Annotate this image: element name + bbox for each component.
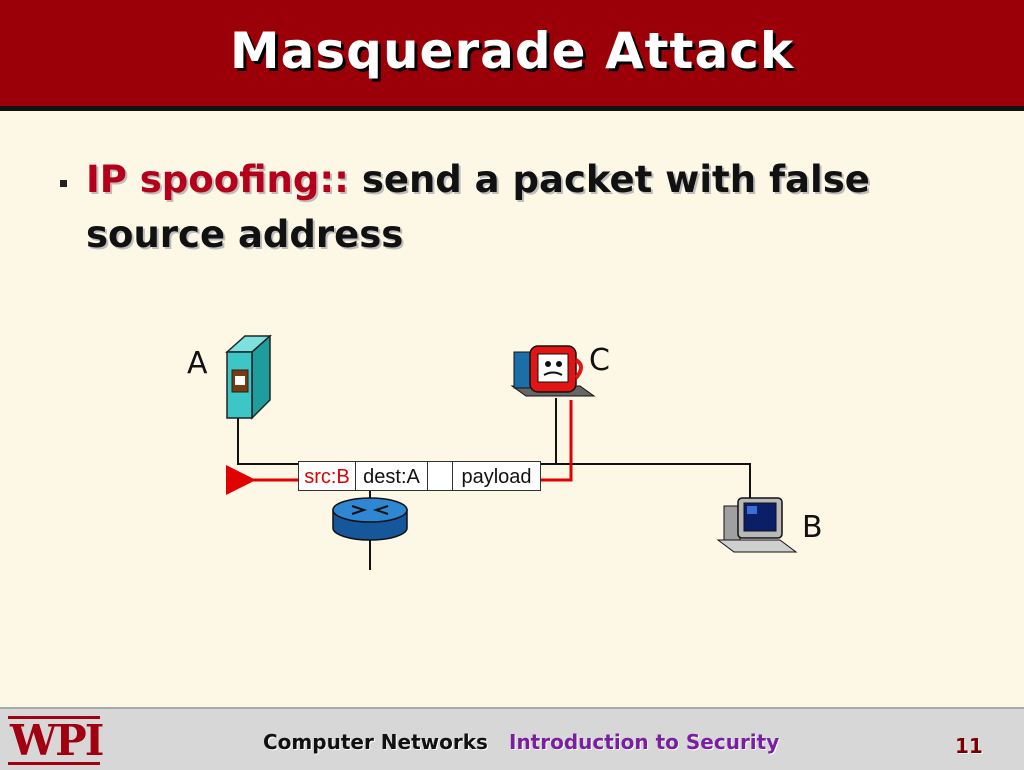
host-a-label: A — [187, 346, 208, 381]
logo-rule-bottom — [8, 762, 100, 765]
wpi-logo: WPI — [10, 716, 104, 765]
header-divider — [0, 106, 1024, 111]
router-icon — [332, 497, 408, 541]
packet-payload-field: payload — [452, 461, 541, 491]
host-b-label: B — [802, 510, 823, 545]
slide-footer — [0, 707, 1024, 770]
server-icon — [225, 334, 272, 420]
packet-empty-field — [427, 461, 453, 491]
bullet-point: IP spoofing:: send a packet with false s… — [86, 152, 986, 262]
computer-icon — [716, 497, 798, 553]
footer-topic: Introduction to Security — [509, 730, 780, 754]
bullet-term: IP spoofing:: — [86, 158, 349, 201]
packet-dest-field: dest:A — [355, 461, 428, 491]
packet-src-field: src:B — [298, 461, 356, 491]
logo-rule-top — [8, 716, 100, 719]
page-number: 11 — [955, 734, 983, 758]
bullet-marker — [60, 180, 67, 187]
attacker-computer-icon — [510, 345, 596, 397]
slide-body — [0, 111, 1024, 707]
footer-course: Computer Networks — [263, 730, 488, 754]
bullet-description: send a packet with false source address — [86, 158, 870, 256]
slide-title: Masquerade Attack — [229, 22, 795, 80]
slide-header — [0, 0, 1024, 106]
host-c-label: C — [589, 343, 610, 378]
